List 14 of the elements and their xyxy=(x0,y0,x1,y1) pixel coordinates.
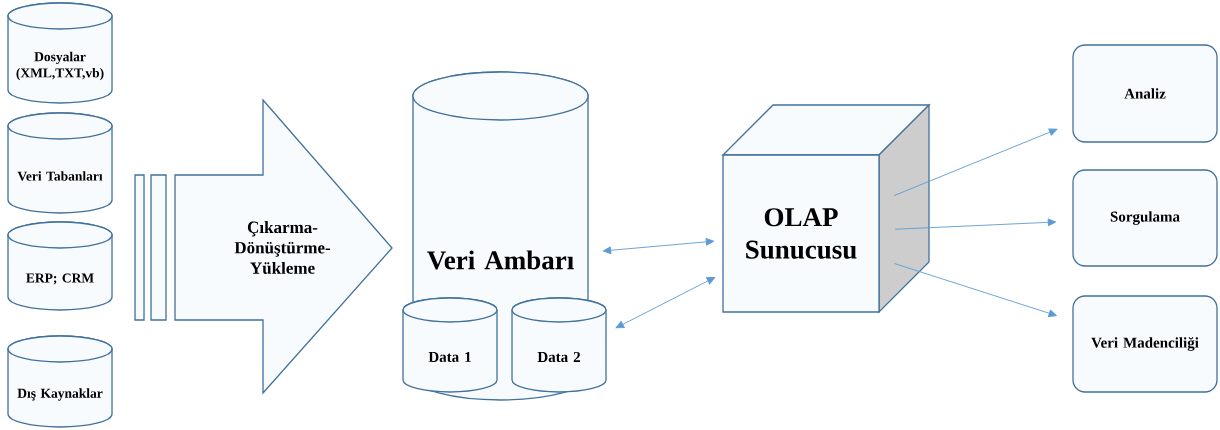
cylinder: ERP; CRM xyxy=(7,221,113,311)
cylinder: Data 2 xyxy=(511,297,607,393)
arrow xyxy=(615,276,716,329)
cylinder: Dosyalar (XML,TXT,vb) xyxy=(7,2,113,104)
rounded-box: Sorgulama xyxy=(1072,169,1218,267)
arrow xyxy=(602,238,715,255)
rounded-box: Analiz xyxy=(1072,44,1218,143)
cylinder: Veri Tabanları xyxy=(7,112,113,214)
rounded-box: Veri Madenciliği xyxy=(1072,295,1218,393)
cylinder: Data 1 xyxy=(402,297,498,393)
cylinder: Dış Kaynaklar xyxy=(7,335,113,428)
arrow xyxy=(894,218,1057,230)
arrow xyxy=(893,128,1058,197)
arrow xyxy=(894,263,1057,318)
